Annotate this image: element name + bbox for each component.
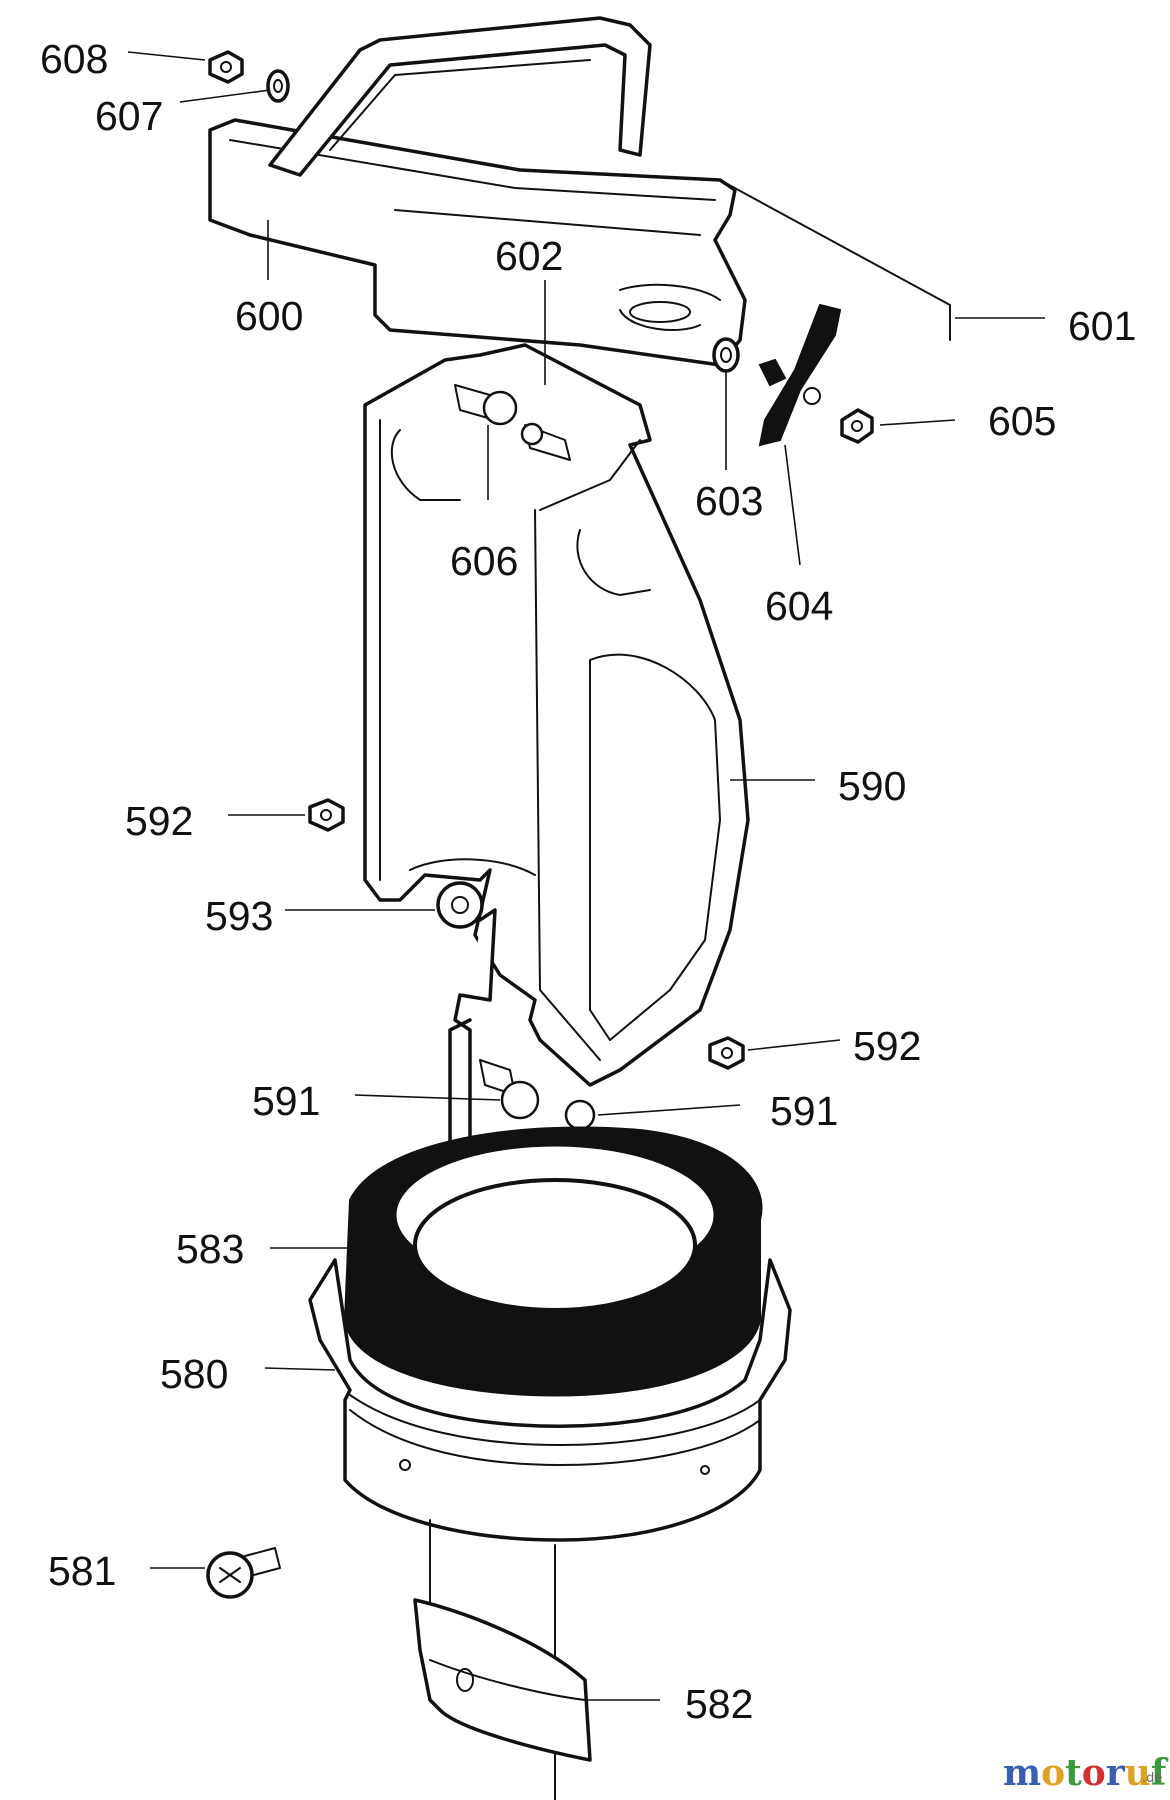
- watermark-letter: o: [1082, 1752, 1106, 1794]
- label-581: 581: [48, 1548, 116, 1594]
- label-590: 590: [838, 763, 906, 809]
- label-582: 582: [685, 1681, 753, 1727]
- chute-body-drawing: [363, 343, 750, 1152]
- watermark-letter: f: [1151, 1752, 1169, 1794]
- label-606: 606: [450, 538, 518, 584]
- label-604: 604: [765, 583, 833, 629]
- watermark-letter: r: [1106, 1752, 1126, 1794]
- wing-knob-assembly: [712, 303, 874, 447]
- watermark-letter: o: [1041, 1752, 1065, 1794]
- hardware-608-607: [208, 50, 290, 103]
- watermark-letter: m: [1003, 1752, 1041, 1794]
- label-591-right: 591: [770, 1088, 838, 1134]
- watermark-suffix: .de: [1142, 1771, 1162, 1786]
- label-592-right: 592: [853, 1023, 921, 1069]
- label-603: 603: [695, 478, 763, 524]
- label-593: 593: [205, 893, 273, 939]
- carriage-bolts-upper: [454, 384, 571, 461]
- watermark-letter: t: [1065, 1752, 1082, 1794]
- label-607: 607: [95, 93, 163, 139]
- cable-rod-drawing: [719, 179, 951, 341]
- control-bracket-drawing: [208, 16, 747, 367]
- label-600: 600: [235, 293, 303, 339]
- part-labels: 608 607 600 602 601 605 603 606 604 590 …: [40, 36, 1136, 1727]
- label-605: 605: [988, 398, 1056, 444]
- watermark-letter: u: [1125, 1752, 1151, 1794]
- label-580: 580: [160, 1351, 228, 1397]
- label-592-left: 592: [125, 798, 193, 844]
- label-608: 608: [40, 36, 108, 82]
- watermark-text: motoruf: [1003, 1752, 1169, 1794]
- screw-581-drawing: [206, 1547, 281, 1599]
- label-591-left: 591: [252, 1078, 320, 1124]
- watermark-logo: motoruf .de: [1003, 1752, 1169, 1794]
- leader-lines: [127, 51, 1045, 1701]
- seal-ring-drawing: [343, 1126, 763, 1397]
- label-601: 601: [1068, 303, 1136, 349]
- deflector-582-drawing: [413, 1598, 592, 1762]
- label-583: 583: [176, 1226, 244, 1272]
- label-602: 602: [495, 233, 563, 279]
- side-hardware: [308, 798, 745, 1131]
